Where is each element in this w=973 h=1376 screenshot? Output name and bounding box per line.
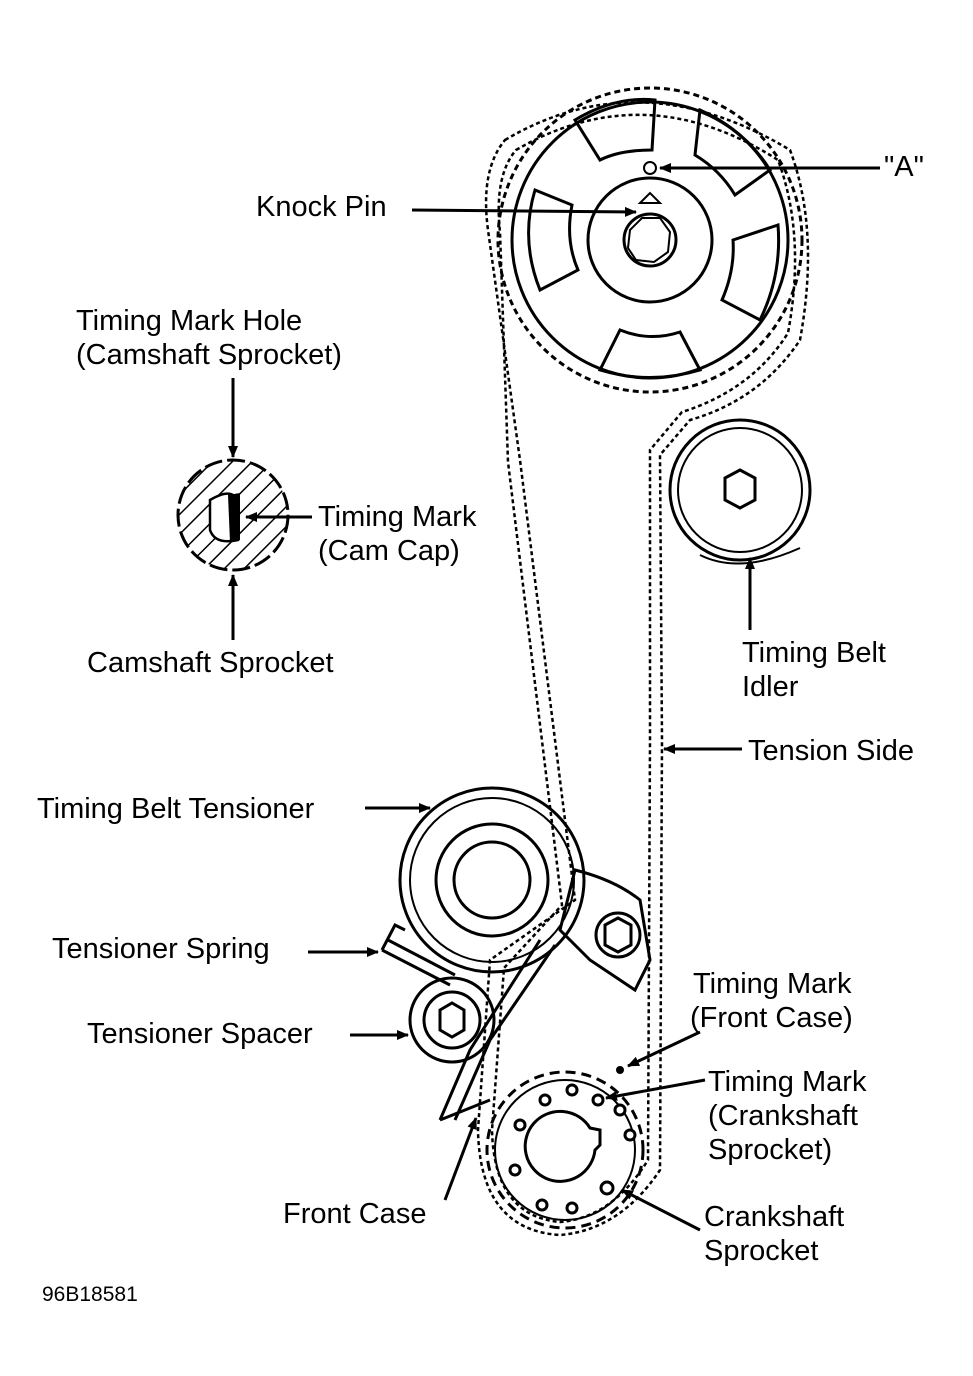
label-tensioner: Timing Belt Tensioner — [37, 793, 315, 825]
label-mark-crank-line1: Timing Mark — [708, 1066, 867, 1098]
leader-lines — [228, 163, 880, 1232]
camshaft-sprocket — [496, 86, 804, 394]
label-timing-mark-cam-line1: Timing Mark — [318, 501, 477, 533]
front-case — [438, 939, 557, 1122]
timing-belt-idler — [668, 418, 812, 565]
label-camshaft-sprocket: Camshaft Sprocket — [87, 647, 334, 679]
label-mark-front-case-line2: (Front Case) — [690, 1002, 853, 1034]
timing-belt-tensioner — [398, 786, 652, 993]
label-timing-mark-hole-line2: (Camshaft Sprocket) — [76, 339, 342, 371]
labels: "A" Knock Pin Timing Mark Hole (Camshaft… — [37, 151, 924, 1306]
front-case-timing-mark — [616, 1066, 624, 1074]
label-timing-mark-cam-line2: (Cam Cap) — [318, 535, 460, 567]
label-crank-sprocket-line2: Sprocket — [704, 1235, 818, 1267]
label-a: "A" — [884, 151, 924, 183]
label-idler-line2: Idler — [742, 671, 799, 703]
label-mark-crank-line2: (Crankshaft — [708, 1100, 858, 1132]
label-mark-crank-line3: Sprocket) — [708, 1134, 832, 1166]
figure-id: 96B18581 — [42, 1283, 138, 1306]
label-tension-side: Tension Side — [748, 735, 914, 767]
crankshaft-sprocket — [485, 1066, 645, 1230]
label-knock-pin: Knock Pin — [256, 191, 387, 223]
label-idler-line1: Timing Belt — [742, 637, 886, 669]
timing-belt — [476, 101, 810, 1237]
label-tensioner-spacer: Tensioner Spacer — [87, 1018, 313, 1050]
label-front-case: Front Case — [283, 1198, 426, 1230]
label-timing-mark-hole-line1: Timing Mark Hole — [76, 305, 302, 337]
label-crank-sprocket-line1: Crankshaft — [704, 1201, 844, 1233]
tensioner-spacer — [408, 976, 496, 1064]
timing-mark-hole — [643, 161, 657, 175]
timing-mark-detail — [176, 458, 290, 572]
label-mark-front-case-line1: Timing Mark — [693, 968, 852, 1000]
label-tensioner-spring: Tensioner Spring — [52, 933, 270, 965]
